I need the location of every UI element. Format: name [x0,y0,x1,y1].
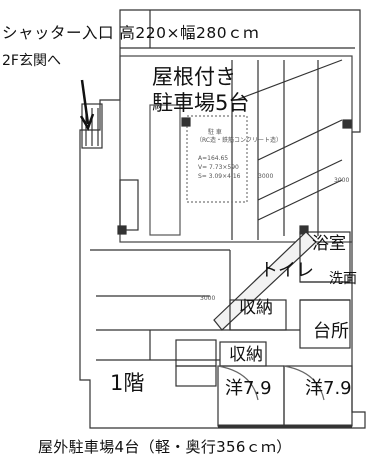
storage-upper-label: 収納 [239,298,273,318]
room-right-label: 洋7.9 [305,378,352,399]
structure-note: （RC造・鉄筋コンクリート造） [196,137,283,144]
area-v-note: V= 7.73×590 [198,164,239,171]
down-arrow-icon [79,79,95,131]
kitchen-label: 台所 [313,321,349,342]
area-a-note: A=164.65 [198,155,229,162]
storage-lower-label: 収納 [229,345,263,365]
floor-label: 1階 [110,371,145,395]
dimension-note-3: 3000 [200,295,216,302]
room-left-label: 洋7.9 [225,378,272,399]
dimension-note-2: 3000 [258,173,274,180]
garage-title-note: 駐 車 [208,129,222,136]
area-s-note: S= 3.09×4.16 [198,173,241,180]
bath-label: 浴室 [312,234,346,254]
shutter-entrance-label: シャッター入口 高220×幅280ｃｍ [2,24,260,42]
roofed-parking-label: 屋根付き 駐車場5台 [152,64,249,116]
toilet-label: トイレ [260,260,314,281]
outdoor-parking-label: 屋外駐車場4台（軽・奥行356ｃｍ） [38,438,292,456]
washroom-label: 洗面 [329,271,357,287]
roofed-parking-line1: 屋根付き [152,65,236,89]
dimension-note-1: 3000 [334,177,350,184]
roofed-parking-line2: 駐車場5台 [152,91,250,115]
entrance-2f-label: 2F玄関へ [2,53,61,69]
